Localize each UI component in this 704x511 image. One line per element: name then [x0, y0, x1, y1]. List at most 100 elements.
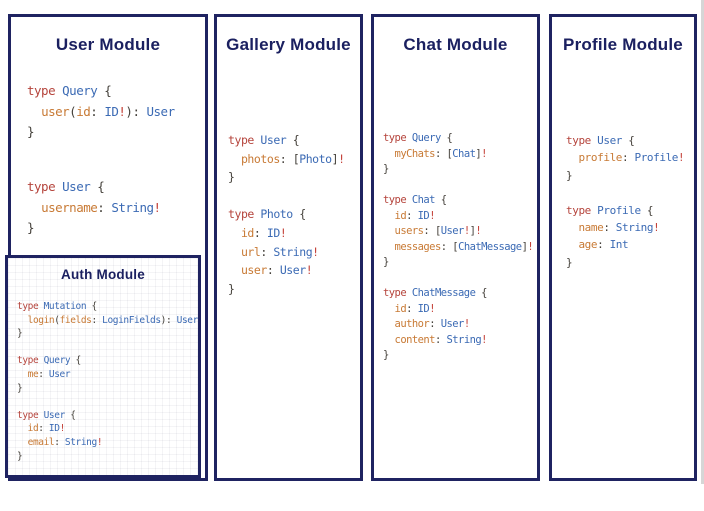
code-line: id: ID! — [383, 209, 533, 225]
code-token — [228, 263, 241, 277]
code-line: age: Int — [566, 236, 684, 253]
code-token: ] — [331, 151, 339, 166]
code-line: } — [27, 218, 161, 239]
code-line: type User { — [17, 409, 198, 423]
code-token: String — [111, 199, 154, 215]
code-line: content: String! — [383, 333, 533, 349]
code-line: me: User — [17, 368, 198, 382]
code-line: } — [383, 255, 533, 271]
code-token: ! — [429, 302, 435, 315]
code-token: User — [62, 179, 98, 194]
code-token: myChats — [394, 147, 436, 160]
code-token: type — [27, 83, 63, 98]
code-line: id: ID! — [17, 422, 198, 436]
code-token: username — [41, 199, 98, 215]
code-token: ID — [104, 103, 119, 119]
code-token: id — [76, 103, 91, 119]
code-token: { — [75, 355, 82, 367]
code-token: } — [17, 450, 23, 462]
code-token: user — [41, 103, 70, 119]
code-token: } — [27, 220, 35, 235]
code-token: : — [622, 151, 635, 165]
auth-module-box: Auth Module type Mutation { login(fields… — [5, 255, 201, 478]
code-token: author — [394, 318, 430, 330]
code-line: type User { — [27, 177, 161, 198]
code-token — [383, 318, 395, 330]
code-token: type — [566, 203, 598, 217]
code-line: url: String! — [228, 243, 345, 262]
code-token: : — [603, 221, 616, 235]
code-token: : — [406, 302, 418, 315]
code-token: ID — [266, 225, 280, 240]
code-line: type Chat { — [383, 193, 533, 209]
code-token — [17, 369, 28, 380]
code-token: ID — [48, 423, 60, 435]
code-line: id: ID! — [228, 224, 345, 243]
code-line: author: User! — [383, 317, 533, 333]
code-token: ChatMessage — [458, 240, 522, 253]
code-token: Query — [411, 132, 447, 144]
auth-module-title: Auth Module — [61, 267, 145, 282]
code-token: User — [440, 318, 465, 330]
gallery-module-panel: Gallery Module type User { photos: [Phot… — [214, 14, 363, 481]
code-token: } — [228, 170, 235, 185]
code-token: : [ — [440, 240, 459, 253]
code-token — [228, 245, 241, 259]
code-token: String — [273, 244, 313, 259]
code-token — [27, 200, 41, 215]
code-token: { — [440, 194, 447, 206]
code-token — [228, 152, 241, 166]
code-token: } — [27, 124, 35, 139]
code-line: user: User! — [228, 261, 345, 280]
code-token: ): — [125, 103, 147, 119]
code-line: login(fields: LoginFields): User — [17, 314, 199, 328]
code-token — [383, 210, 395, 222]
code-token: { — [70, 409, 76, 421]
code-token: } — [383, 163, 389, 175]
code-token: ! — [463, 225, 470, 237]
code-token: : — [38, 368, 49, 380]
code-token: { — [292, 133, 300, 147]
code-line: type ChatMessage { — [383, 286, 533, 302]
code-token: : — [97, 199, 112, 215]
code-line: user(id: ID!): User — [27, 102, 175, 123]
code-line: } — [566, 167, 684, 184]
code-token: users — [394, 225, 424, 237]
code-token: LoginFields — [102, 314, 161, 326]
code-token — [17, 437, 28, 448]
code-line: id: ID! — [383, 302, 533, 318]
code-line: } — [17, 382, 198, 396]
code-token: } — [383, 349, 389, 361]
code-line: users: [User!]! — [383, 224, 533, 240]
code-line: type Query { — [27, 81, 175, 102]
code-token: User — [43, 409, 71, 421]
code-line: messages: [ChatMessage]! — [383, 240, 534, 256]
code-token: Profile — [634, 151, 679, 165]
code-token: name — [578, 221, 604, 235]
code-token — [383, 148, 395, 160]
code-line: name: String! — [566, 219, 684, 236]
code-token: type — [566, 134, 598, 147]
code-token: ( — [69, 103, 77, 119]
code-line — [228, 187, 345, 206]
code-token: id — [27, 423, 39, 435]
code-token: : — [266, 263, 280, 278]
user-module-title: User Module — [55, 35, 161, 54]
code-token: ] — [521, 240, 528, 253]
code-token — [17, 423, 28, 434]
code-token: { — [91, 301, 98, 312]
code-token: } — [566, 168, 573, 182]
code-token: } — [228, 281, 235, 296]
code-token: } — [383, 256, 389, 268]
code-token: ! — [678, 151, 685, 165]
code-token: User — [176, 314, 199, 326]
chat-module-title: Chat Module — [403, 35, 508, 54]
code-token: : — [260, 244, 274, 259]
code-token: Photo — [260, 207, 300, 222]
code-token — [383, 225, 395, 237]
code-token: ! — [312, 244, 319, 259]
code-token: ID — [417, 209, 430, 222]
code-token: : — [597, 238, 610, 252]
gallery-code-block: type User { photos: [Photo]!} type Photo… — [228, 131, 345, 298]
code-token: : — [406, 209, 418, 222]
